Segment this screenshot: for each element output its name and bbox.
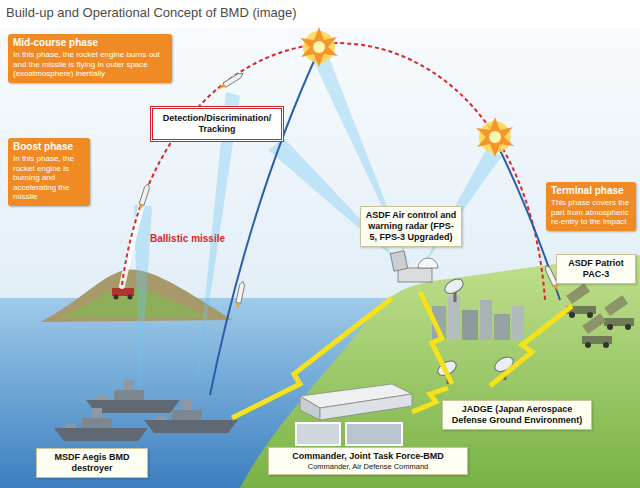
equipment-label: MSDF Aegis BMD destroyer [36, 448, 148, 478]
ballistic-missile [137, 183, 151, 212]
ballistic-missile [217, 71, 244, 91]
title-band [0, 0, 640, 28]
phase-box: Boost phaseIn this phase, the rocket eng… [8, 138, 90, 206]
building [448, 296, 460, 340]
equipment-label: ASDF Patriot PAC-3 [556, 254, 636, 284]
building-side [300, 396, 320, 420]
equipment-label: Commander, Joint Task Force-BMDCommander… [268, 447, 468, 475]
building [480, 300, 492, 340]
radar-dome [418, 258, 438, 268]
equipment-label: JADGE (Japan Aerospace Defense Ground En… [442, 400, 592, 430]
phase-box: Terminal phaseThis phase covers the part… [546, 182, 636, 231]
launch-wheel [128, 295, 133, 300]
sky [0, 28, 640, 488]
missile-trajectory [122, 43, 545, 300]
equipment-label: ASDF Air control and warning radar (FPS-… [360, 206, 462, 247]
missile-label: Ballistic missile [150, 233, 225, 244]
interceptor-missile [234, 281, 245, 310]
interceptor-path [210, 50, 319, 395]
box-heading: Boost phase [13, 141, 85, 153]
box-heading: ASDF Air control and warning radar (FPS-… [365, 210, 457, 243]
comm-link [490, 306, 572, 386]
city [432, 296, 524, 340]
inset-picture [346, 423, 402, 445]
diagram-title: Build-up and Operational Concept of BMD … [6, 5, 296, 20]
comm-link [232, 298, 392, 418]
intercept-explosion [476, 117, 514, 157]
phase-box: Mid-course phaseIn this phase, the rocke… [8, 34, 172, 83]
intercept-explosion [300, 27, 338, 67]
box-text: In this phase, the rocket engine burns o… [13, 50, 167, 79]
patriot-launcher [566, 283, 596, 318]
box-heading: ASDF Patriot PAC-3 [561, 258, 631, 280]
command-center [296, 384, 412, 445]
function-box: Detection/Discrimination/ Tracking [150, 106, 284, 142]
box-heading: Commander, Joint Task Force-BMD [273, 451, 463, 462]
launch-vehicle [112, 288, 134, 300]
box-heading: MSDF Aegis BMD destroyer [41, 452, 143, 474]
box-heading: JADGE (Japan Aerospace Defense Ground En… [447, 404, 587, 426]
inset-picture [296, 423, 340, 445]
box-text: This phase covers the part from atmosphe… [551, 198, 631, 227]
box-heading: Terminal phase [551, 185, 631, 197]
building [512, 306, 524, 340]
building [494, 314, 510, 340]
island [40, 270, 232, 322]
radar-panel [390, 251, 407, 272]
building-front [320, 394, 412, 420]
radar-site [390, 251, 438, 282]
radar-beam [268, 138, 410, 272]
radar-antenna [442, 276, 465, 302]
launch-wheel [114, 295, 119, 300]
box-heading: Detection/Discrimination/ Tracking [157, 113, 277, 135]
comm-link [420, 292, 452, 384]
building [462, 310, 478, 340]
island-slope [60, 286, 210, 318]
patriot-launcher [604, 295, 634, 330]
box-text: In this phase, the rocket engine is burn… [13, 154, 85, 202]
box-text: Commander, Air Defense Command [273, 462, 463, 471]
radar-building [398, 268, 432, 282]
box-heading: Mid-course phase [13, 37, 167, 49]
aegis-destroyer [144, 400, 238, 433]
patriot-launcher [582, 313, 612, 348]
aegis-destroyer [54, 408, 148, 441]
smoke-trail [122, 197, 144, 286]
